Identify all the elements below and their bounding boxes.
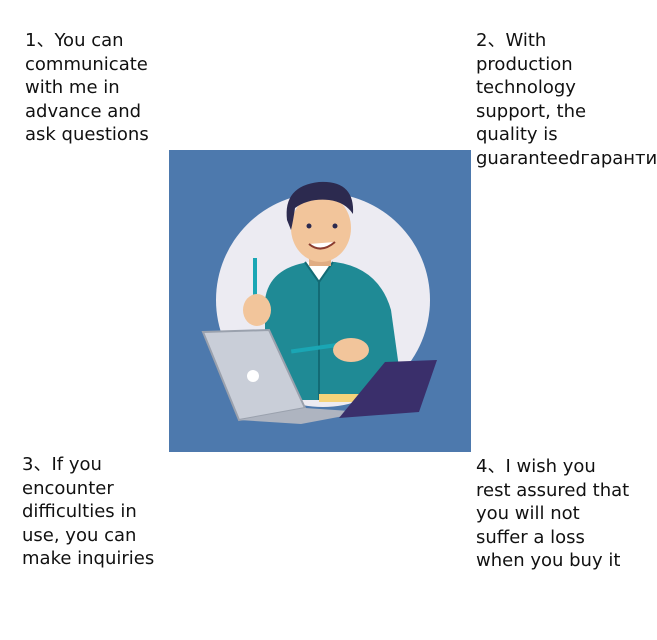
note-quality-guaranteed: 2、With production technology support, th… <box>476 30 657 169</box>
pointing-hand <box>333 338 369 362</box>
laptop-keyboard <box>239 408 365 424</box>
shirt-collar <box>304 261 334 284</box>
hair <box>286 181 354 230</box>
note-rest-assured: 4、I wish you rest assured that you will … <box>476 456 630 571</box>
left-eye <box>306 223 312 229</box>
note-make-inquiries: 3、If you encounter difficulties in use, … <box>22 454 155 569</box>
shirt <box>265 262 401 400</box>
pen-raised <box>253 258 257 302</box>
smile <box>308 241 336 250</box>
raised-hand <box>243 294 271 326</box>
face <box>291 194 351 262</box>
pen-pointing <box>290 342 342 354</box>
laptop-logo-icon <box>247 370 259 382</box>
tablet <box>339 360 437 418</box>
person-with-laptop-illustration <box>169 150 471 452</box>
illustration-svg <box>169 150 471 452</box>
right-eye <box>332 223 338 229</box>
note-communicate-in-advance: 1、You can communicate with me in advance… <box>25 30 149 145</box>
